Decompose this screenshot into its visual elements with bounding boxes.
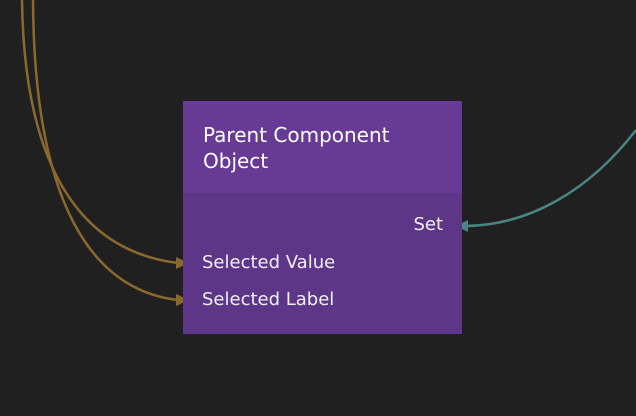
- wire-selected-label-arrow-icon: [176, 294, 189, 306]
- port-selected-label[interactable]: Selected Label: [202, 289, 335, 310]
- node-header[interactable]: Parent Component Object: [183, 101, 462, 193]
- port-set[interactable]: Set: [413, 214, 443, 235]
- wire-set[interactable]: [465, 129, 636, 228]
- node-title: Parent Component Object: [203, 123, 390, 173]
- wire-selected-value-arrow-icon: [176, 257, 189, 269]
- port-selected-value[interactable]: Selected Value: [202, 252, 336, 273]
- wire-set-arrow-icon: [456, 220, 468, 232]
- parent-component-object-node[interactable]: Parent Component Object Set Selected Val…: [183, 101, 462, 334]
- wire-selected-label[interactable]: [31, 0, 179, 302]
- wire-selected-value[interactable]: [20, 0, 179, 265]
